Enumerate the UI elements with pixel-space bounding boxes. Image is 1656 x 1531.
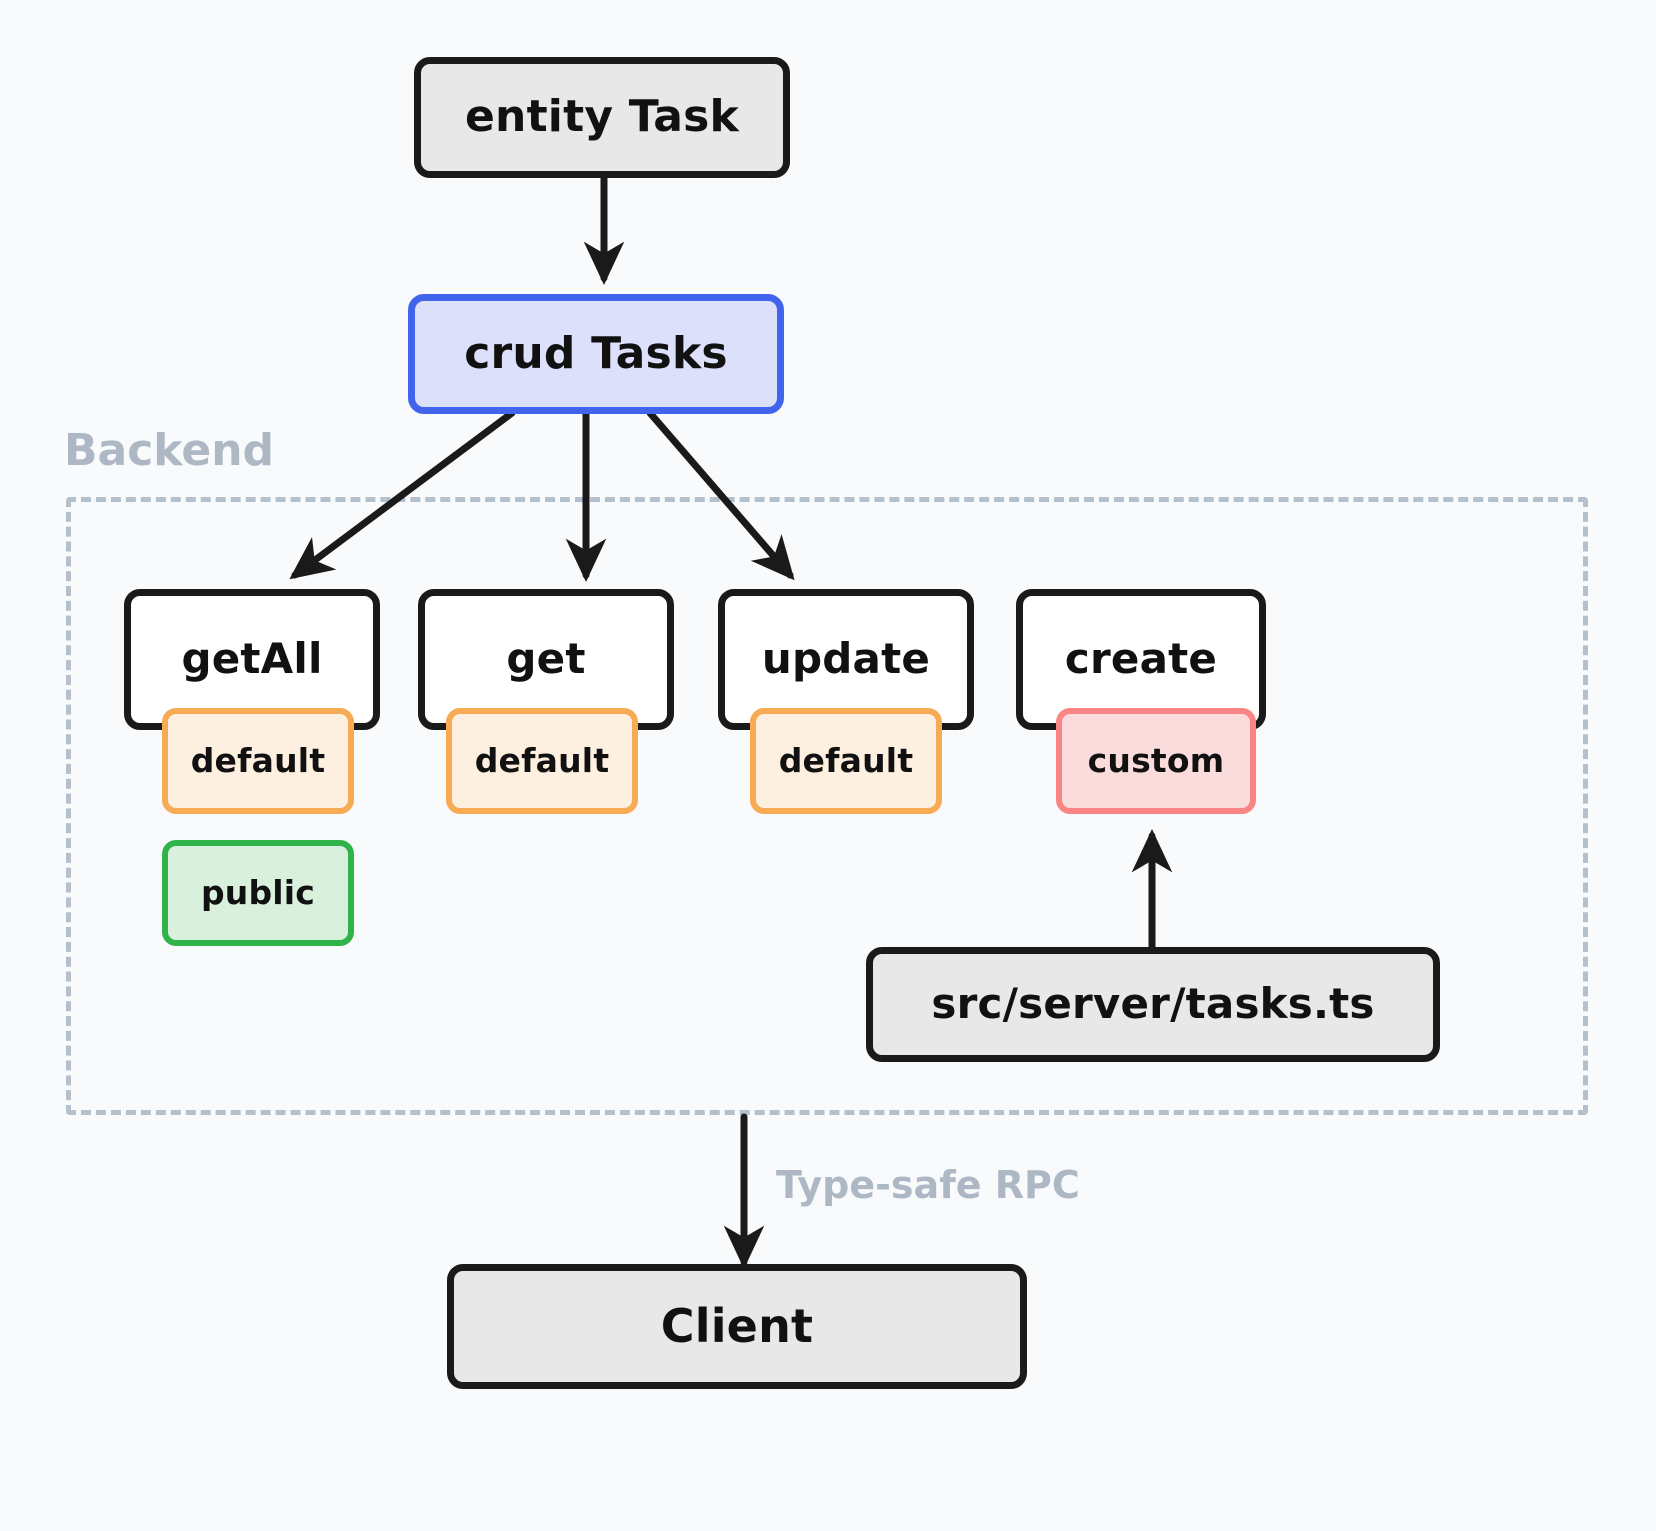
node-create-label: create <box>1064 634 1218 684</box>
node-get-label: get <box>506 634 586 684</box>
badge-getall-default-label: default <box>190 740 326 780</box>
badge-create-custom-label: custom <box>1087 740 1225 780</box>
node-source-file-label: src/server/tasks.ts <box>931 979 1375 1029</box>
badge-getall-public[interactable]: public <box>162 840 354 946</box>
node-client-label: Client <box>660 1299 814 1354</box>
node-get[interactable]: get <box>418 589 674 730</box>
node-update-label: update <box>761 634 931 684</box>
node-client[interactable]: Client <box>447 1264 1027 1389</box>
edge-label-type-safe-rpc: Type-safe RPC <box>776 1163 1080 1207</box>
badge-update-default[interactable]: default <box>750 708 942 814</box>
node-source-file[interactable]: src/server/tasks.ts <box>866 947 1440 1062</box>
node-update[interactable]: update <box>718 589 974 730</box>
backend-group-container <box>66 497 1588 1115</box>
badge-getall-default[interactable]: default <box>162 708 354 814</box>
node-entity-task[interactable]: entity Task <box>414 57 790 178</box>
node-getall-label: getAll <box>181 634 323 684</box>
badge-get-default-label: default <box>474 740 610 780</box>
node-crud-tasks-label: crud Tasks <box>464 327 728 379</box>
node-create[interactable]: create <box>1016 589 1266 730</box>
badge-getall-public-label: public <box>200 872 316 912</box>
badge-get-default[interactable]: default <box>446 708 638 814</box>
node-crud-tasks[interactable]: crud Tasks <box>408 294 784 414</box>
backend-group-label: Backend <box>64 425 275 476</box>
badge-update-default-label: default <box>778 740 914 780</box>
node-entity-task-label: entity Task <box>465 91 739 143</box>
badge-create-custom[interactable]: custom <box>1056 708 1256 814</box>
